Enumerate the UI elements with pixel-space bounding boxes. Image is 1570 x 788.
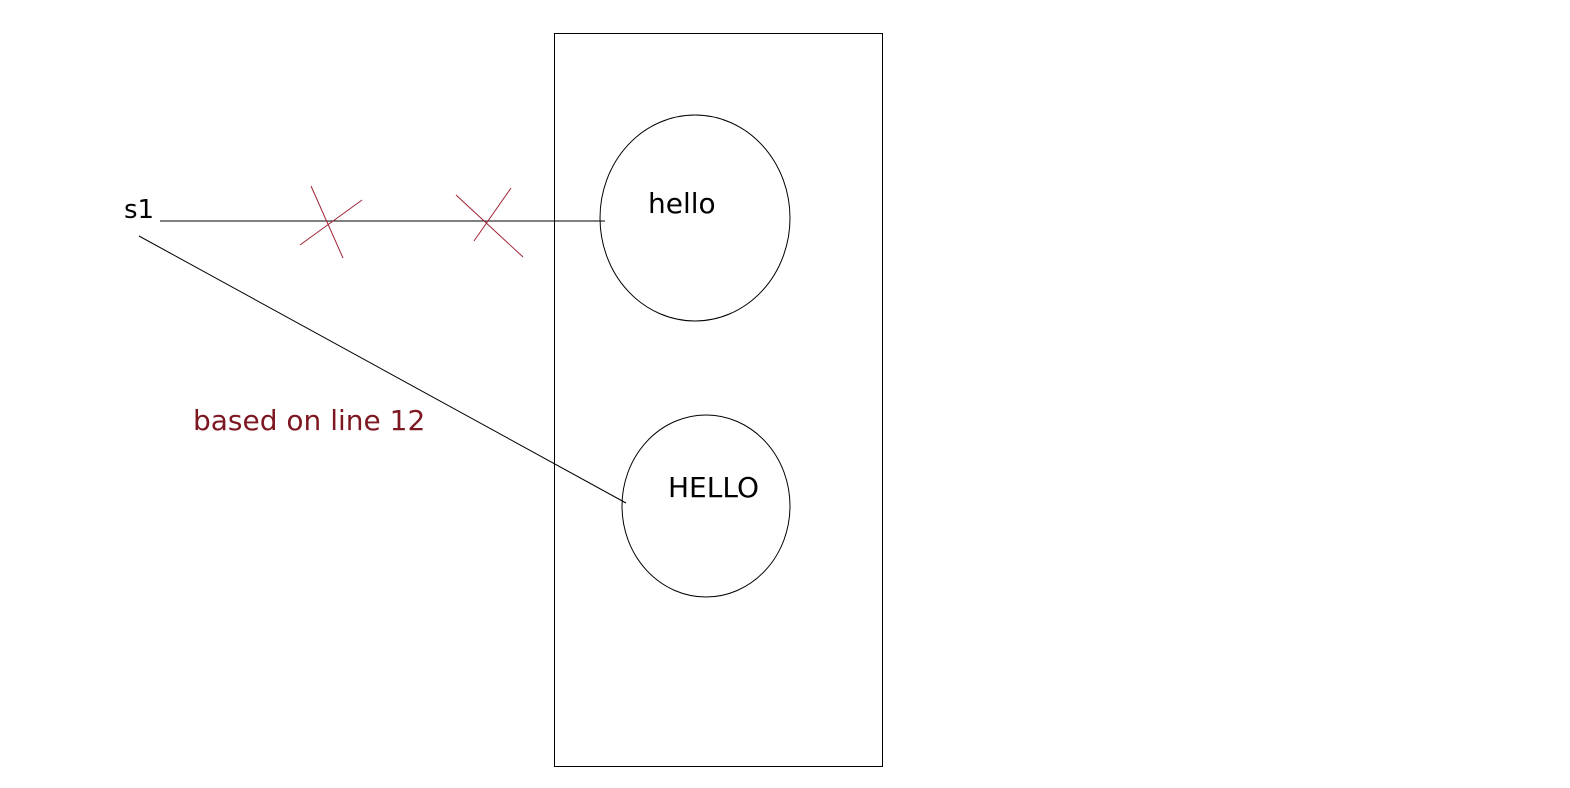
- object-label-HELLO: HELLO: [668, 471, 759, 504]
- object-circle-HELLO: [621, 414, 791, 598]
- variable-label: s1: [124, 195, 155, 225]
- strike-mark-1: [299, 185, 363, 259]
- object-label-hello: hello: [648, 187, 716, 220]
- new-reference-arrow: [138, 235, 627, 504]
- strike-mark-2: [455, 187, 524, 258]
- object-circle-hello: [599, 114, 791, 322]
- memory-box: [554, 33, 883, 767]
- annotation-note: based on line 12: [193, 404, 426, 437]
